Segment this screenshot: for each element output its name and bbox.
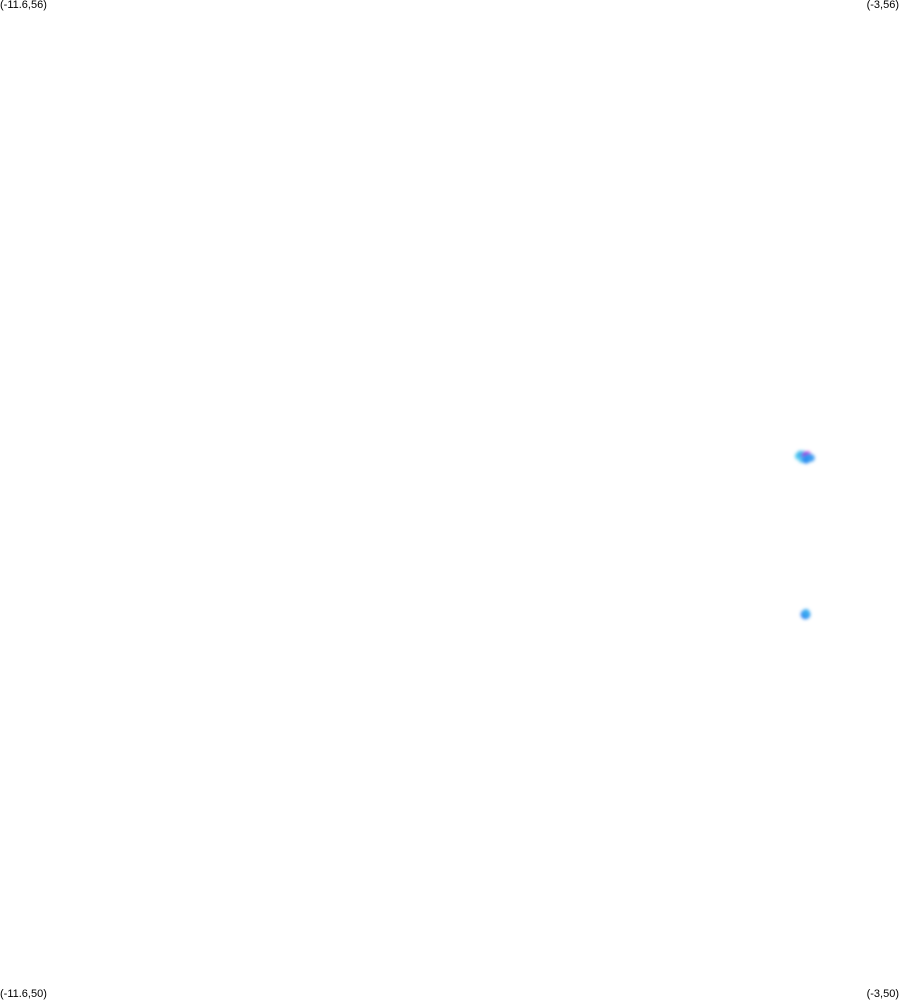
north-cluster[interactable] [794, 450, 815, 464]
north-cluster-point [807, 454, 815, 462]
south-cluster-point [802, 608, 810, 617]
south-cluster[interactable] [800, 608, 811, 620]
corner-label-bottom-left: (-11.6,50) [0, 988, 47, 1000]
corner-label-bottom-right: (-3,50) [866, 988, 899, 1000]
data-clusters [794, 450, 815, 620]
corner-label-top-right: (-3,56) [866, 0, 899, 11]
corner-label-top-left: (-11.6,56) [0, 0, 47, 11]
